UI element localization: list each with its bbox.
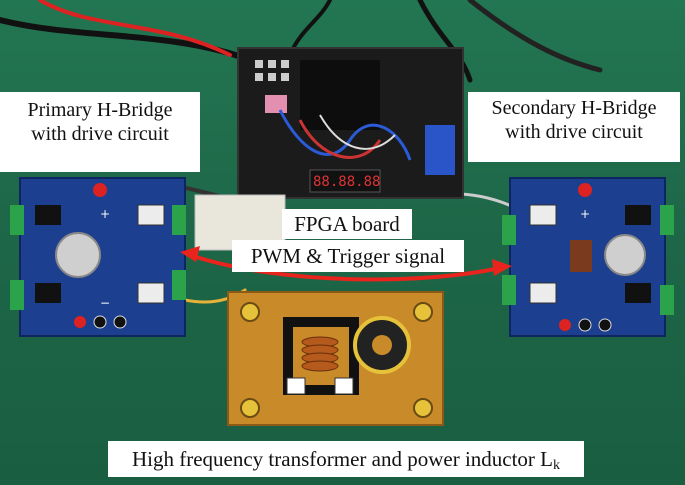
pwm-trigger-label: PWM & Trigger signal — [232, 240, 464, 272]
secondary-label-line1: Secondary H-Bridge — [491, 97, 657, 119]
primary-label-line2: with drive circuit — [31, 123, 169, 146]
primary-h-bridge-label: Primary H-Bridge with drive circuit — [0, 92, 200, 172]
secondary-label-line2: with drive circuit — [505, 121, 643, 144]
transformer-inductor-board — [227, 291, 444, 426]
svg-text:88.88.88: 88.88.88 — [313, 174, 380, 190]
svg-text:+: + — [100, 207, 110, 221]
primary-label-line1: Primary H-Bridge — [27, 99, 173, 121]
transformer-label-subscript: k — [553, 458, 560, 473]
svg-text:−: − — [100, 296, 110, 310]
transformer-inductor-label: High frequency transformer and power ind… — [108, 441, 584, 477]
pwm-signal-arrow — [180, 246, 512, 282]
transformer-label-main: High frequency transformer and power ind… — [131, 447, 553, 471]
secondary-h-bridge-label: Secondary H-Bridge with drive circuit — [468, 92, 680, 162]
fpga-board-label: FPGA board — [282, 209, 412, 239]
fpga-board: 88.88.88 — [237, 47, 464, 199]
svg-text:+: + — [580, 207, 590, 221]
primary-h-bridge-board: + − — [10, 177, 186, 337]
secondary-h-bridge-board: + — [502, 177, 674, 337]
